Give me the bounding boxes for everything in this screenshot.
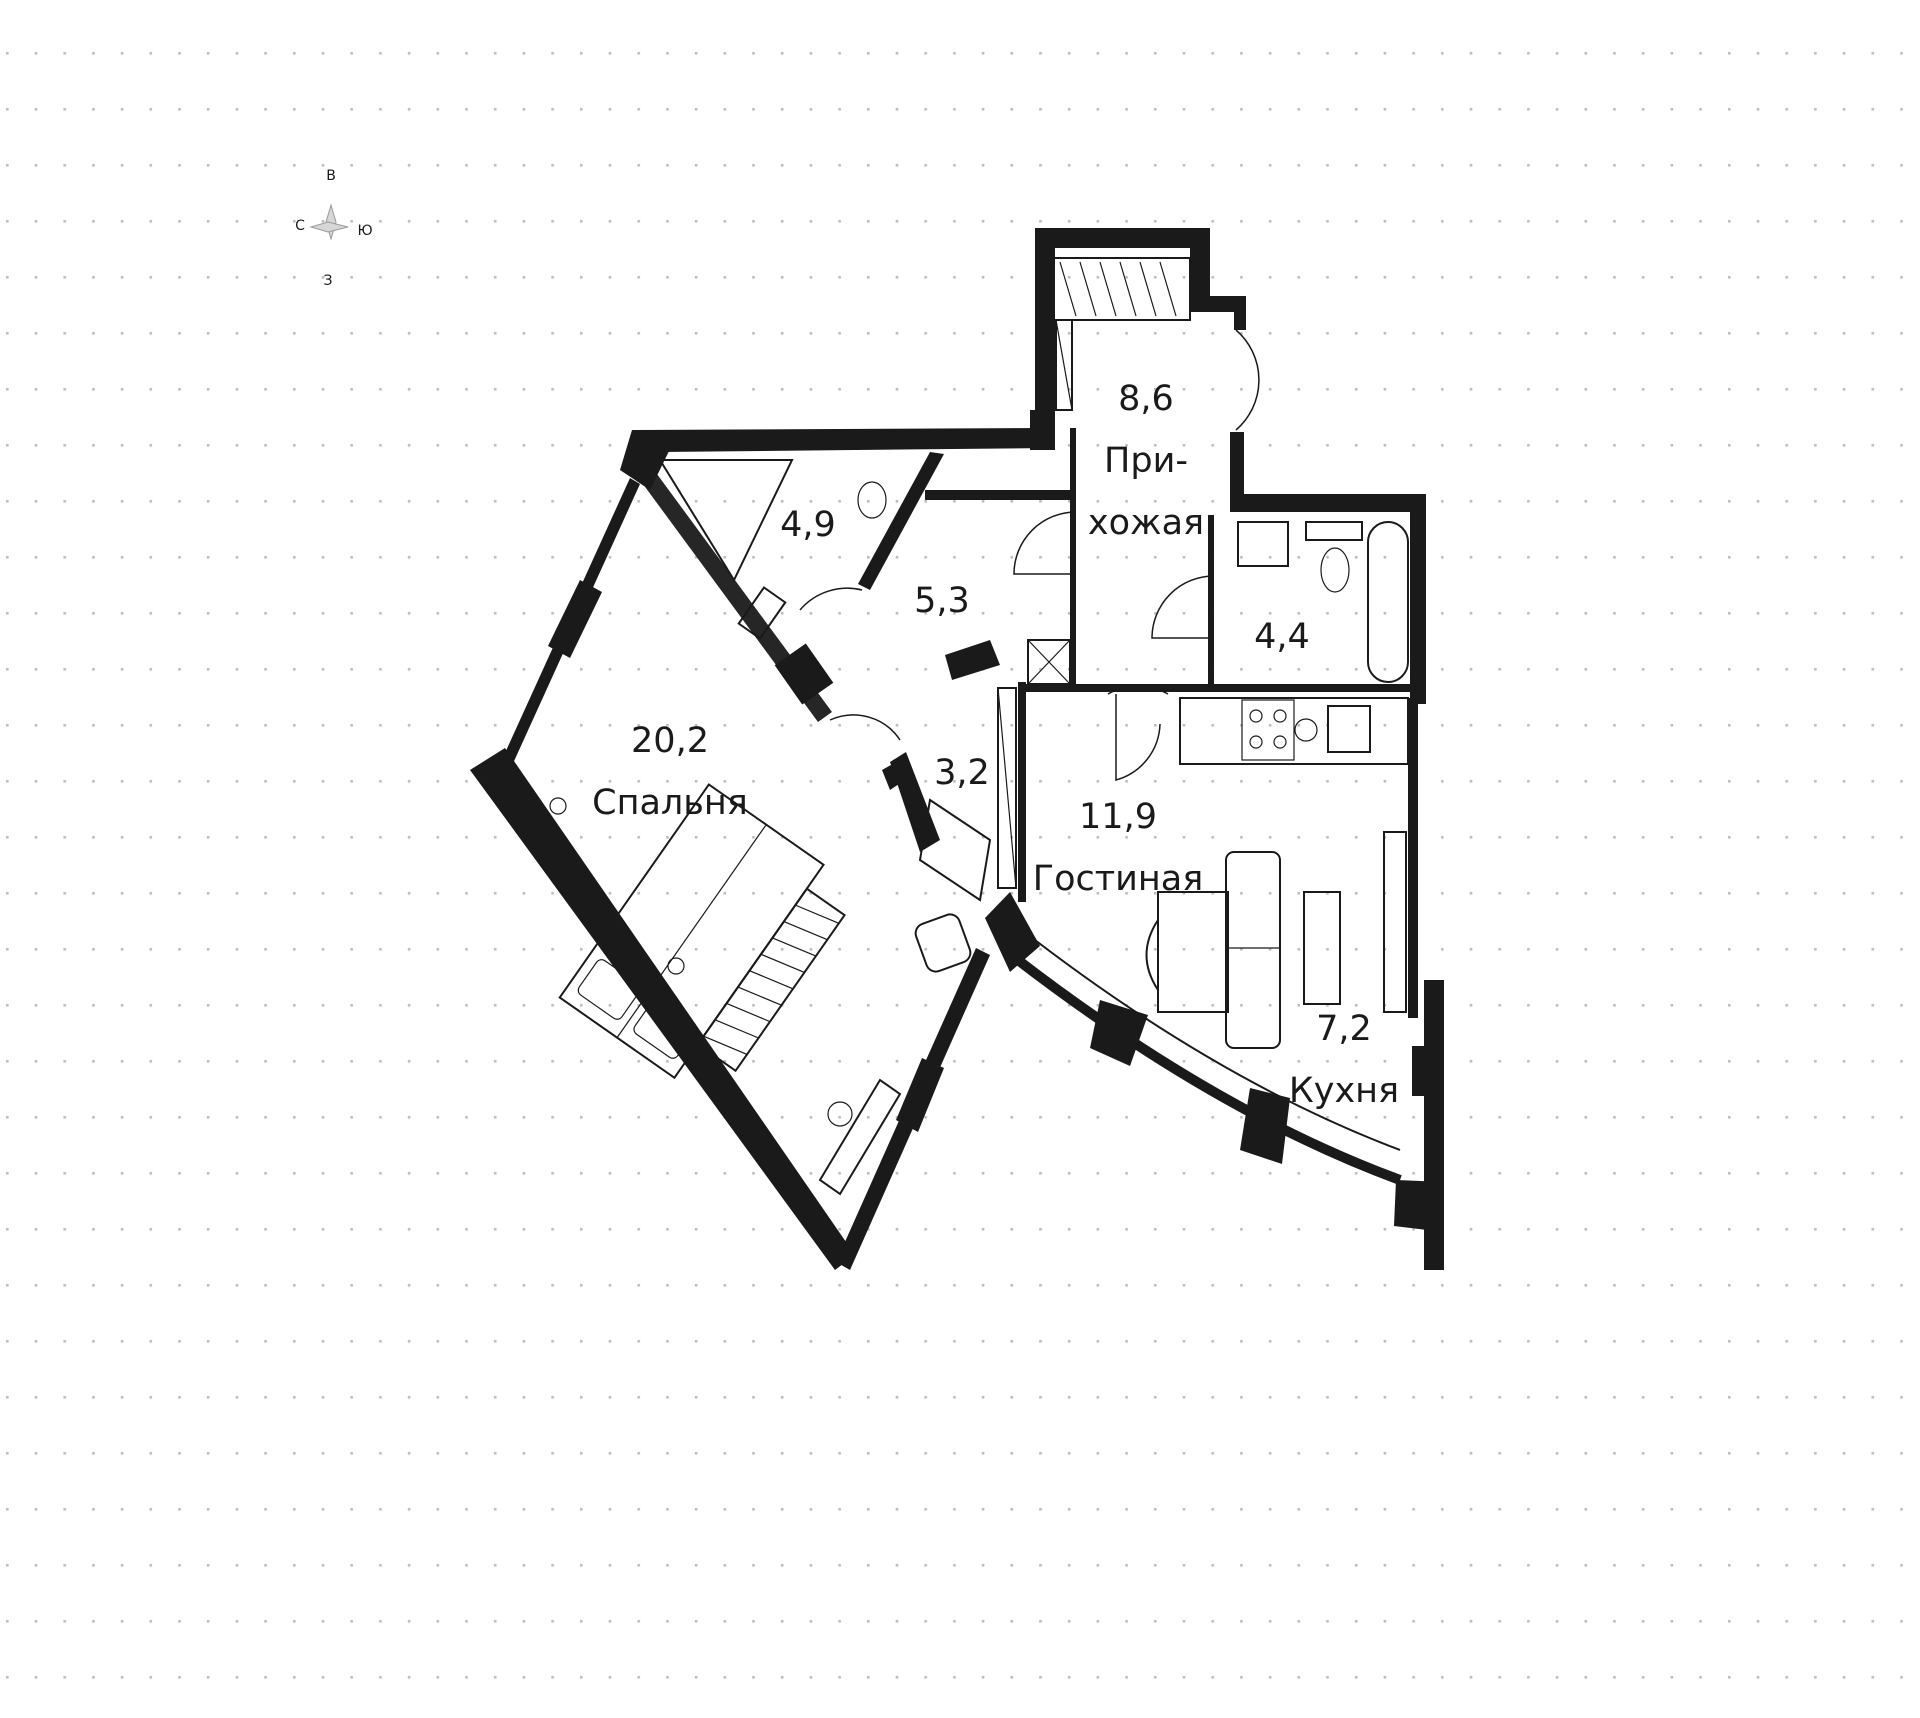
bathroom-2-toilet-icon [1320,547,1350,593]
armchair-icon [1303,891,1341,1005]
bathroom-2-sink-icon [1237,521,1289,567]
bedroom-name: Спальня [592,783,748,823]
fixtures [549,257,1409,1196]
interior-walls [640,428,1414,902]
washing-machine-icon [1294,718,1318,742]
living-door [1107,685,1169,695]
lamp-icon [549,797,567,815]
lamp-icon [667,957,685,975]
bathroom-1-door [799,587,863,611]
living-area: 11,9 [1079,797,1157,837]
chair-icon [1145,919,1159,991]
bathtub-icon [1367,521,1409,683]
stool-icon [827,1101,853,1127]
hallway-area: 8,6 [1118,379,1174,419]
stove-icon [1241,699,1295,761]
toilet-icon [857,481,887,519]
compass: В З С Ю [295,168,372,289]
compass-north-label: В [326,168,336,184]
compass-south-label: З [324,273,333,289]
compass-star-icon [309,203,349,241]
exterior-walls [470,228,1444,1270]
desk-chair-icon [914,913,972,973]
bedroom-wardrobe-hatch-icon [696,887,846,1073]
kitchen-counter [1179,697,1409,765]
bathroom-2-door [1151,575,1215,639]
entrance-door [1235,329,1260,431]
hallway-name-line1: При- [1104,441,1188,481]
room-labels: 8,6 При- хожая 4,9 5,3 4,4 20,2 Спальня … [592,379,1399,1111]
compass-west-label: С [295,218,305,234]
kitchen-name: Кухня [1289,1071,1399,1111]
bedroom-door [829,714,901,741]
compass-east-label: Ю [357,223,372,239]
dining-table-icon [1157,891,1229,1013]
sink-icon [737,586,787,640]
bedroom-area: 20,2 [631,721,709,761]
bathroom-1-area: 4,9 [780,505,836,545]
corridor-area: 5,3 [914,581,970,621]
hallway-door [1013,511,1077,575]
hallway-name-line2: хожая [1088,503,1204,543]
living-name: Гостиная [1033,859,1204,899]
sofa-icon [1225,851,1281,1049]
kitchen-area: 7,2 [1316,1009,1372,1049]
kitchen-sink-icon [1327,705,1371,753]
wardrobe-area: 3,2 [934,753,990,793]
doors [799,329,1260,781]
living-door-leaf [1115,694,1161,781]
bathroom-2-area: 4,4 [1254,617,1310,657]
hallway-wardrobe-hatch-icon [1059,261,1177,317]
